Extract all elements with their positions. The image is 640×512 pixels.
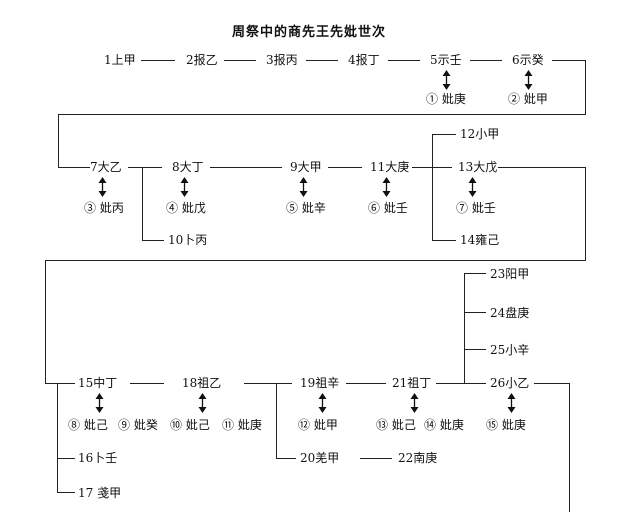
- connector: [210, 167, 282, 168]
- consort-4: ④ 妣戊: [166, 201, 206, 215]
- consort-5: ⑤ 妣辛: [286, 201, 326, 215]
- connector: [569, 383, 570, 512]
- consort-7: ⑦ 妣壬: [456, 201, 496, 215]
- consort-arrow: [524, 70, 533, 90]
- king-16: 16卜壬: [78, 451, 118, 465]
- connector: [224, 60, 256, 61]
- king-23: 23阳甲: [490, 267, 530, 281]
- connector: [128, 167, 162, 168]
- king-4: 4报丁: [348, 53, 380, 67]
- connector: [498, 167, 586, 168]
- connector: [432, 134, 433, 241]
- king-5: 5示壬: [430, 53, 462, 67]
- connector: [464, 273, 465, 384]
- consort-arrow: [410, 393, 419, 413]
- connector: [58, 114, 59, 168]
- connector: [585, 60, 586, 115]
- consort-1: ① 妣庚: [426, 92, 466, 106]
- king-14: 14雍己: [460, 233, 500, 247]
- connector: [45, 260, 46, 384]
- consort-arrow: [95, 393, 104, 413]
- connector: [432, 134, 456, 135]
- king-15: 15中丁: [78, 376, 118, 390]
- connector: [388, 60, 420, 61]
- consort-10: ⑩ 妣己: [170, 418, 210, 432]
- consort-arrow: [442, 70, 451, 90]
- king-6: 6示癸: [512, 53, 544, 67]
- king-24: 24盘庚: [490, 306, 530, 320]
- connector: [57, 492, 75, 493]
- connector: [244, 383, 292, 384]
- consort-14: ⑭ 妣庚: [424, 418, 464, 432]
- consort-8: ⑧ 妣己: [68, 418, 108, 432]
- connector: [436, 383, 486, 384]
- connector: [470, 60, 502, 61]
- connector: [57, 383, 58, 493]
- king-9: 9大甲: [290, 160, 322, 174]
- connector: [306, 60, 338, 61]
- connector: [328, 167, 362, 168]
- consort-13: ⑬ 妣己: [376, 418, 416, 432]
- connector: [464, 273, 486, 274]
- consort-arrow: [318, 393, 327, 413]
- connector: [45, 260, 586, 261]
- connector: [464, 312, 486, 313]
- connector: [276, 383, 277, 459]
- connector: [58, 114, 586, 115]
- consort-arrow: [382, 177, 391, 197]
- consort-12: ⑫ 妣甲: [298, 418, 338, 432]
- king-8: 8大丁: [172, 160, 204, 174]
- consort-arrow: [299, 177, 308, 197]
- connector: [360, 458, 392, 459]
- connector: [276, 458, 296, 459]
- king-19: 19祖辛: [300, 376, 340, 390]
- connector: [585, 167, 586, 261]
- connector: [464, 349, 486, 350]
- consort-15: ⑮ 妣庚: [486, 418, 526, 432]
- king-26: 26小乙: [490, 376, 530, 390]
- king-2: 2报乙: [186, 53, 218, 67]
- connector: [45, 383, 75, 384]
- consort-arrow: [198, 393, 207, 413]
- king-1: 1上甲: [104, 53, 136, 67]
- king-21: 21祖丁: [392, 376, 432, 390]
- king-10: 10卜丙: [168, 233, 208, 247]
- king-20: 20羌甲: [300, 451, 340, 465]
- king-7: 7大乙: [90, 160, 122, 174]
- consort-3: ③ 妣丙: [84, 201, 124, 215]
- king-22: 22南庚: [398, 451, 438, 465]
- connector: [57, 458, 75, 459]
- consort-2: ② 妣甲: [508, 92, 548, 106]
- connector: [141, 60, 175, 61]
- king-13: 13大戊: [458, 160, 498, 174]
- diagram-title: 周祭中的商先王先妣世次: [232, 25, 387, 40]
- connector: [58, 167, 90, 168]
- consort-9: ⑨ 妣癸: [118, 418, 158, 432]
- consort-arrow: [507, 393, 516, 413]
- consort-arrow: [98, 177, 107, 197]
- king-11: 11大庚: [370, 160, 410, 174]
- king-12: 12小甲: [460, 127, 500, 141]
- king-18: 18祖乙: [182, 376, 222, 390]
- connector: [432, 240, 456, 241]
- king-25: 25小辛: [490, 343, 530, 357]
- connector: [346, 383, 386, 384]
- connector: [130, 383, 164, 384]
- connector: [142, 240, 164, 241]
- connector: [534, 383, 570, 384]
- consort-arrow: [180, 177, 189, 197]
- connector: [552, 60, 586, 61]
- king-3: 3报丙: [266, 53, 298, 67]
- king-17: 17 戔甲: [78, 486, 122, 500]
- consort-11: ⑪ 妣庚: [222, 418, 262, 432]
- consort-arrow: [468, 177, 477, 197]
- consort-6: ⑥ 妣壬: [368, 201, 408, 215]
- connector: [142, 167, 143, 240]
